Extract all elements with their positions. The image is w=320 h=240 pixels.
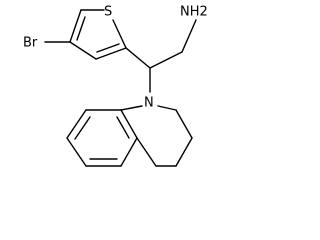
chemical-structure: S Br NH2 N (23, 5, 208, 167)
side-chain (125, 19, 197, 93)
bond-c3-c4-sat (175, 137, 193, 167)
bond-c8-c7-inner (74, 116, 91, 140)
thiophene-ring (69, 9, 127, 60)
bond-c4a-c8a-inner (116, 116, 130, 139)
bond-c4a-c8a (120, 109, 138, 139)
bond-c8-c7 (66, 109, 87, 139)
bond-s-c2 (112, 19, 127, 49)
bond-c2-c3 (95, 47, 127, 60)
structure-canvas: S Br NH2 N (23, 5, 208, 167)
bond-c2-ch (125, 47, 151, 69)
benzene-ring (66, 109, 138, 167)
bond-c4a-c4 (136, 137, 157, 167)
bond-ch-ch2 (149, 51, 183, 69)
saturated-ring (120, 105, 193, 167)
bond-c5-c4a (120, 137, 138, 167)
bond-c4-c5-inner (76, 16, 86, 41)
bond-c2-c3-sat (175, 109, 193, 139)
atom-label-nitrogen: N (144, 96, 154, 111)
bond-c2-c3-inner (96, 43, 120, 53)
atom-label-amine: NH2 (180, 5, 208, 20)
bond-c3-c4 (69, 41, 97, 60)
atom-label-bromine: Br (23, 36, 38, 51)
bond-c8a-n (120, 105, 143, 111)
bond-c4-c5 (69, 9, 82, 43)
bond-n-c2 (157, 105, 177, 111)
bond-ch2-nh2 (181, 19, 197, 53)
bond-c7-c6 (66, 137, 87, 167)
atom-label-sulfur: S (104, 5, 112, 20)
